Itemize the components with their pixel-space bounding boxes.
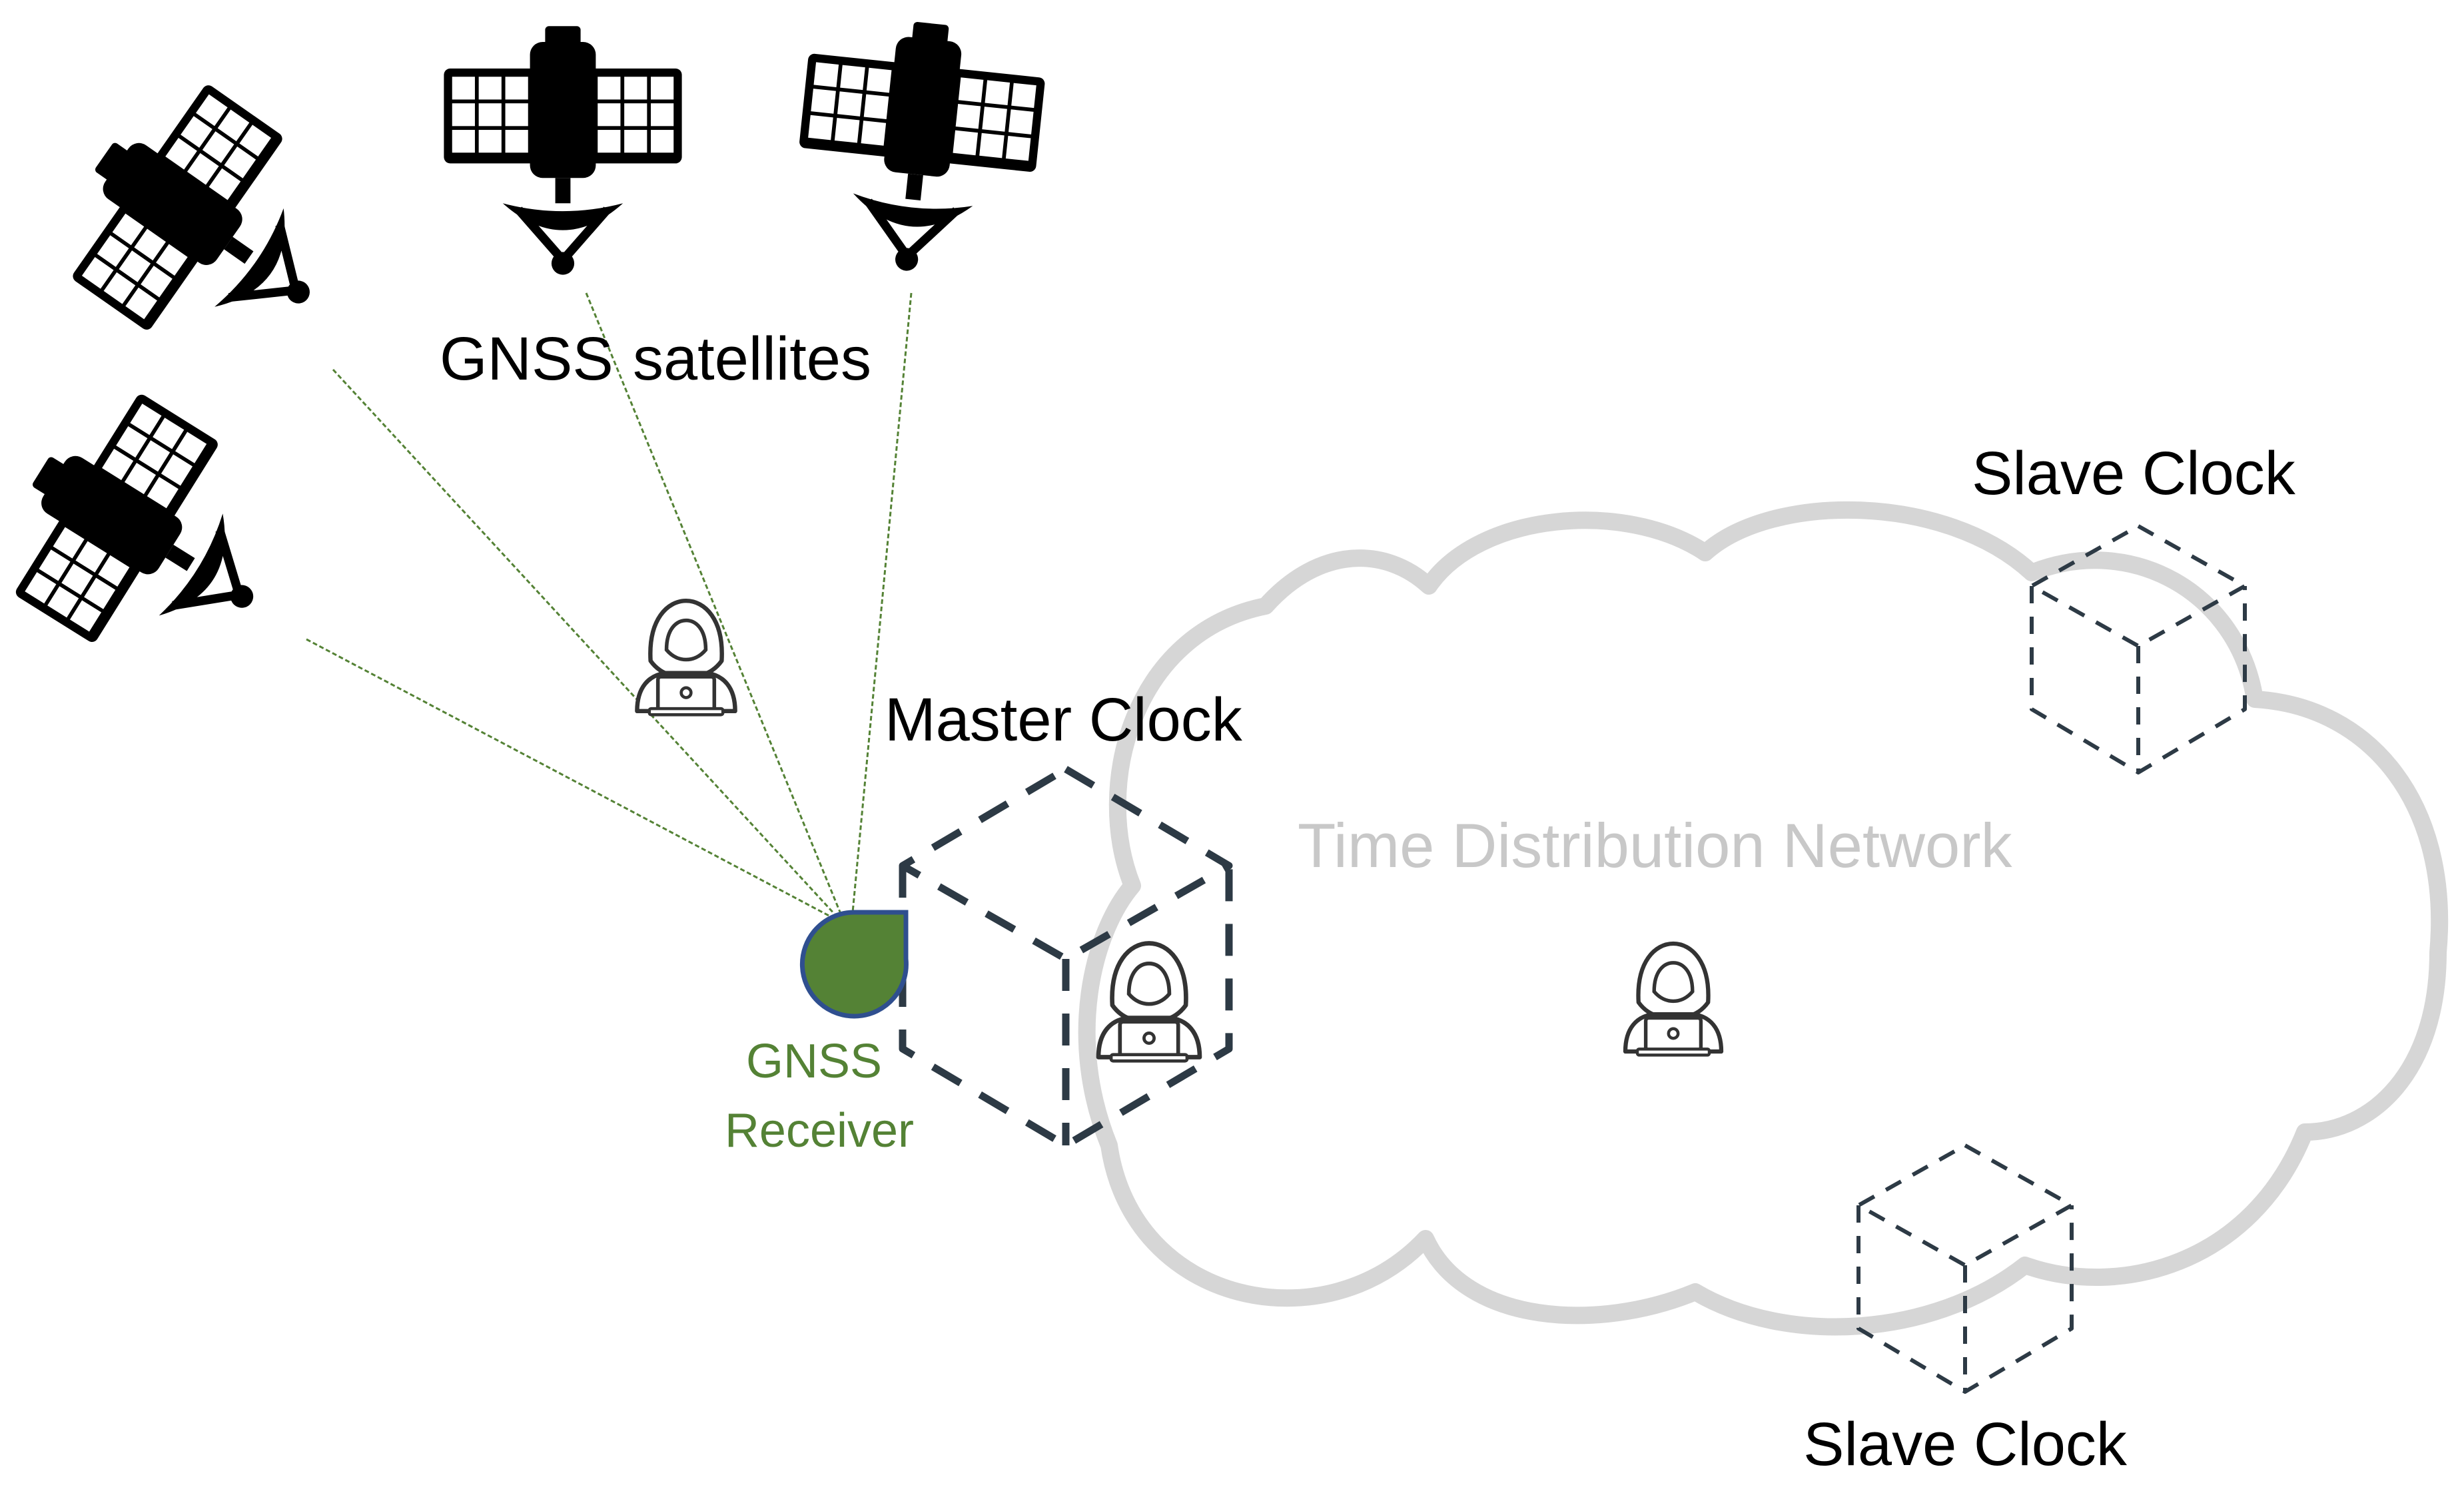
satellite-icon xyxy=(36,59,376,396)
attacker-icon-network xyxy=(1625,944,1721,1055)
network-label: Time Distribution Network xyxy=(1298,810,2013,880)
slave-clock-bottom-cube xyxy=(1856,1143,2074,1394)
satellite-icon xyxy=(0,370,314,703)
satellites-label-satellites: satellites xyxy=(633,325,871,393)
slave-clock-bottom-label: Slave Clock xyxy=(1803,1410,2128,1478)
satellites-label-gnss: GNSS xyxy=(440,325,614,393)
receiver-label-line1: GNSS xyxy=(746,1035,882,1088)
signal-line-1 xyxy=(306,638,833,919)
satellite-icon xyxy=(787,11,1050,284)
master-clock-cube xyxy=(899,765,1233,1149)
receiver-label-line2: Receiver xyxy=(725,1104,914,1157)
attacker-icon-signal xyxy=(637,601,735,715)
drop-shaped-antenna-icon xyxy=(799,910,909,1019)
network-cloud xyxy=(1078,501,2449,1336)
signal-line-3 xyxy=(585,292,842,914)
signal-line-2 xyxy=(332,368,837,917)
signal-line-4 xyxy=(851,292,913,913)
slave-clock-top-cube xyxy=(2030,524,2247,774)
satellite-icon xyxy=(444,26,681,274)
master-clock-label: Master Clock xyxy=(885,686,1243,754)
attacker-icon-master-clock xyxy=(1098,944,1200,1061)
signal-lines xyxy=(306,292,913,919)
slave-clock-top-label: Slave Clock xyxy=(1972,440,2296,507)
